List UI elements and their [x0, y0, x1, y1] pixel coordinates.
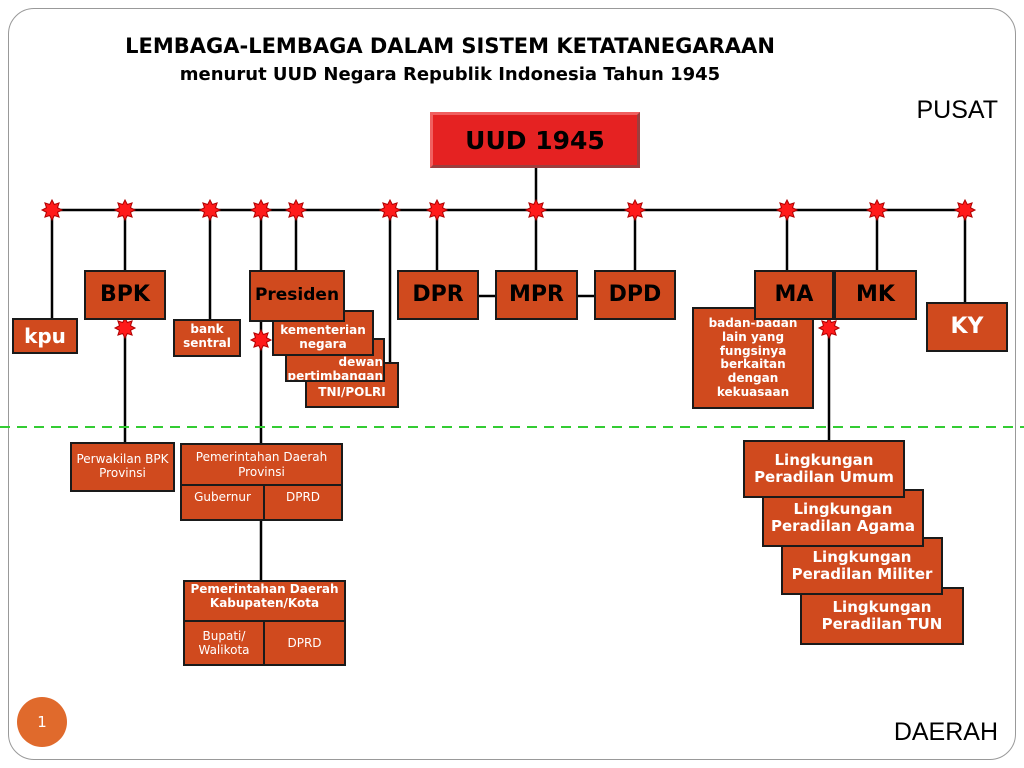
pemda-kabkota-label: Pemerintahan Daerah Kabupaten/Kota [190, 582, 339, 611]
star-marker-icon [524, 198, 548, 222]
node-kpu: kpu [12, 318, 78, 354]
pemda-provinsi-label: Pemerintahan Daerah Provinsi [195, 450, 328, 479]
node-presiden: Presiden [249, 270, 345, 322]
node-ma: MA [754, 270, 834, 320]
node-bank-sentral: bank sentral [173, 319, 241, 357]
star-marker-icon [113, 316, 137, 340]
node-peradilan-agama: Lingkungan Peradilan Agama [762, 489, 924, 547]
star-marker-icon [113, 198, 137, 222]
root-uud-1945: UUD 1945 [430, 112, 640, 168]
star-marker-icon [284, 198, 308, 222]
label-pusat: PUSAT [916, 96, 999, 124]
slide-subtitle: menurut UUD Negara Republik Indonesia Ta… [179, 64, 721, 85]
slide-title: LEMBAGA-LEMBAGA DALAM SISTEM KETATANEGAR… [125, 34, 775, 58]
star-marker-icon [623, 198, 647, 222]
star-marker-icon [865, 198, 889, 222]
slide-frame [8, 8, 1016, 760]
bupati-cell: Bupati/ Walikota [185, 620, 263, 664]
node-dpr: DPR [397, 270, 479, 320]
node-mpr: MPR [495, 270, 578, 320]
node-bpk: BPK [84, 270, 166, 320]
node-badan-lain: badan-badan lain yang fungsinya berkaita… [692, 307, 814, 409]
star-marker-icon [198, 198, 222, 222]
node-perwakilan-bpk: Perwakilan BPK Provinsi [70, 442, 175, 492]
star-marker-icon [249, 198, 273, 222]
star-marker-icon [249, 328, 273, 352]
star-marker-icon [378, 198, 402, 222]
gubernur-cell: Gubernur [182, 484, 263, 519]
label-daerah: DAERAH [893, 718, 998, 746]
dprd-provinsi-cell: DPRD [263, 484, 341, 519]
node-pemda-provinsi: Pemerintahan Daerah Provinsi Gubernur DP… [180, 443, 343, 521]
node-peradilan-tun: Lingkungan Peradilan TUN [800, 587, 964, 645]
dprd-kabkota-cell: DPRD [263, 620, 344, 664]
node-peradilan-umum: Lingkungan Peradilan Umum [743, 440, 905, 498]
node-mk: MK [834, 270, 917, 320]
star-marker-icon [817, 316, 841, 340]
node-dpd: DPD [594, 270, 676, 320]
star-marker-icon [40, 198, 64, 222]
star-marker-icon [425, 198, 449, 222]
star-marker-icon [953, 198, 977, 222]
node-pemda-kabkota: Pemerintahan Daerah Kabupaten/Kota Bupat… [183, 580, 346, 666]
slide-number: 1 [17, 697, 67, 747]
node-ky: KY [926, 302, 1008, 352]
star-marker-icon [775, 198, 799, 222]
